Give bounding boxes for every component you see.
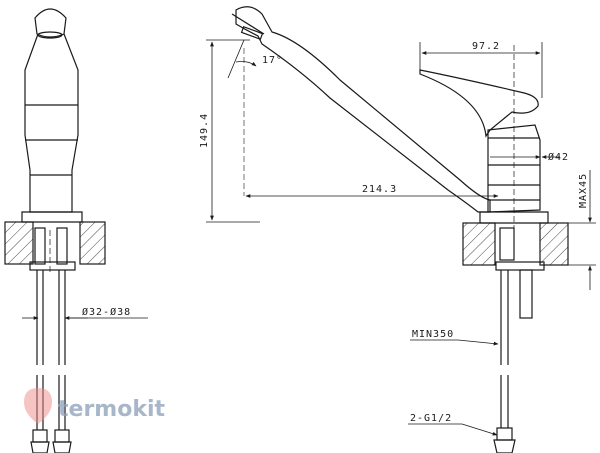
front-counter-right: [79, 221, 106, 265]
front-fitting-right: [54, 429, 70, 443]
height-label: 149.4: [199, 113, 210, 148]
side-counter-left: [462, 222, 496, 266]
front-shank-right: [56, 227, 68, 265]
side-view: [231, 6, 569, 453]
hole-diameter-label: Ø32-Ø38: [82, 306, 131, 318]
angle-label: 17°: [262, 55, 283, 66]
side-spout: [235, 6, 491, 213]
front-body: [24, 33, 79, 213]
side-base: [479, 211, 549, 224]
front-nut: [29, 261, 76, 271]
side-dimensions: [206, 39, 596, 436]
reach-label: 214.3: [362, 184, 397, 195]
side-counter-right: [539, 222, 569, 266]
side-shank: [499, 227, 515, 261]
side-fitting: [496, 427, 513, 441]
hose-min-label: MIN350: [412, 329, 454, 340]
body-diameter-label: Ø42: [548, 151, 569, 163]
side-nut: [495, 261, 545, 271]
spout-width-label: 97.2: [472, 41, 500, 52]
front-view: [4, 8, 106, 453]
thread-label: 2-G1/2: [410, 413, 452, 424]
front-shank-left: [34, 227, 46, 265]
front-counter-left: [4, 221, 34, 265]
termokit-watermark: termokit: [24, 388, 165, 424]
side-body: [487, 124, 541, 213]
mount-max-label: MAX45: [578, 173, 589, 208]
front-base: [21, 211, 83, 223]
side-stud: [519, 269, 533, 319]
side-aerator: [240, 25, 264, 41]
front-fitting-left: [32, 429, 48, 443]
termokit-logo-icon: [24, 388, 52, 424]
side-handle: [419, 69, 539, 138]
termokit-logo-text: termokit: [58, 397, 165, 422]
